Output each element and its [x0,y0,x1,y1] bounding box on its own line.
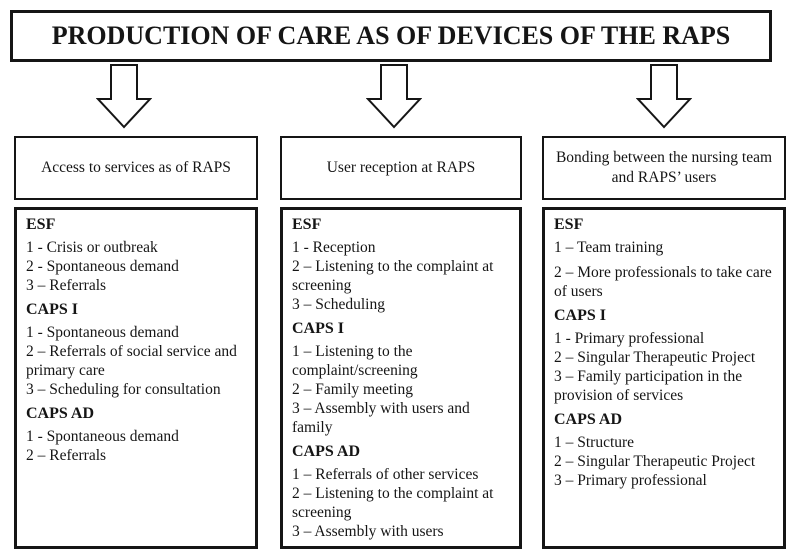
header-box-access: Access to services as of RAPS [14,136,258,200]
list-item: 1 – Structure [554,434,635,451]
list-item: 2 – Referrals [26,447,107,464]
list-item: 2 – Referrals of social service and prim… [26,343,237,379]
list-item: 2 - Spontaneous demand [26,258,179,275]
content-box-reception: ESF 1 - Reception 2 – Listening to the c… [280,207,522,549]
list-item: 2 – Singular Therapeutic Project [554,349,756,366]
list-item: 2 – Listening to the complaint at screen… [292,258,494,294]
list-item: 3 – Primary professional [554,472,707,489]
list-item: 3 – Referrals [26,277,107,294]
list-item: 3 – Assembly with users [292,523,444,540]
header-label: User reception at RAPS [326,159,476,176]
title-box: PRODUCTION OF CARE AS OF DEVICES OF THE … [10,10,772,62]
section-heading: CAPS AD [292,443,361,460]
list-item: 3 – Assembly with users and family [292,400,470,436]
header-label: Access to services as of RAPS [41,159,231,176]
section-heading: ESF [292,216,322,233]
down-arrow-icon [366,64,422,129]
list-item: 1 – Team training [554,239,664,256]
section-heading: CAPS AD [26,405,95,422]
list-item: 1 - Reception [292,239,376,256]
down-arrow-icon [636,64,692,129]
section-heading: ESF [554,216,584,233]
diagram-title: PRODUCTION OF CARE AS OF DEVICES OF THE … [51,21,731,50]
list-item: 1 – Referrals of other services [292,466,479,483]
section-heading: CAPS I [292,320,345,337]
section-heading: CAPS I [554,307,607,324]
list-item: 1 - Spontaneous demand [26,324,179,341]
list-item: 1 - Primary professional [554,330,705,347]
list-item: 1 – Listening to the complaint/screening [292,343,418,379]
section-heading: CAPS I [26,301,79,318]
list-item: 1 - Crisis or outbreak [26,239,158,256]
header-box-bonding: Bonding between the nursing team and RAP… [542,136,786,200]
section-heading: CAPS AD [554,411,623,428]
down-arrow-icon [96,64,152,129]
section-heading: ESF [26,216,56,233]
list-item: 3 – Scheduling for consultation [26,381,221,398]
header-box-reception: User reception at RAPS [280,136,522,200]
list-item: 3 – Family participation in the provisio… [554,368,743,404]
list-item: 2 – Singular Therapeutic Project [554,453,756,470]
list-item: 2 – Family meeting [292,381,413,398]
list-item: 2 – More professionals to take care of u… [554,264,772,300]
list-item: 3 – Scheduling [292,296,385,313]
content-box-bonding: ESF 1 – Team training 2 – More professio… [542,207,786,549]
content-box-access: ESF 1 - Crisis or outbreak 2 - Spontaneo… [14,207,258,549]
list-item: 1 - Spontaneous demand [26,428,179,445]
header-label: Bonding between the nursing team and RAP… [555,149,773,186]
list-item: 2 – Listening to the complaint at screen… [292,485,494,521]
